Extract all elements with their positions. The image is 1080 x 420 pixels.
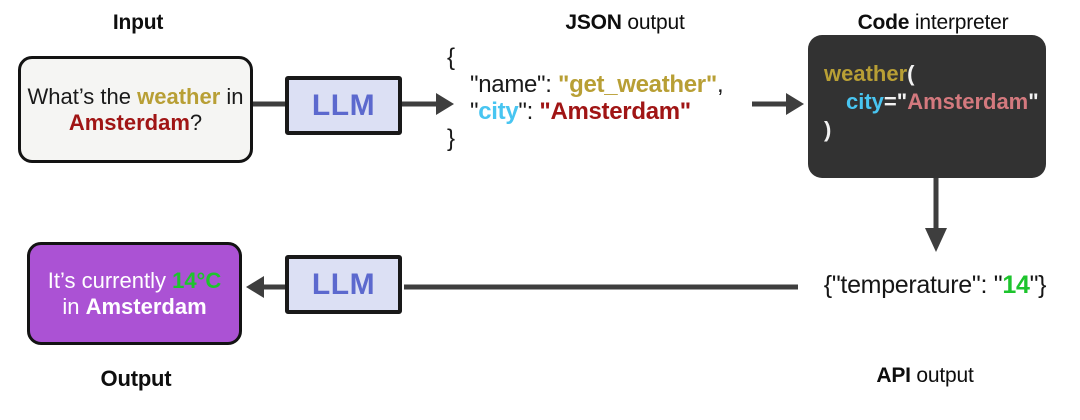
arrow-right-json-to-code-icon xyxy=(752,93,804,115)
output-text-line-1: It’s currently 14°C xyxy=(47,267,222,293)
code-value-amsterdam: Amsterdam xyxy=(907,89,1029,114)
keyword-weather: weather xyxy=(137,83,221,109)
arrow-right-llm-to-json-icon xyxy=(400,93,454,115)
llm-box-1: LLM xyxy=(285,76,402,135)
input-text-line-1: What’s the weather in xyxy=(27,83,244,109)
api-response-text: {"temperature": "14"} xyxy=(823,271,1047,299)
output-label: Output xyxy=(100,366,172,391)
code-line-3: ) xyxy=(824,117,832,142)
llm-label: LLM xyxy=(311,88,376,122)
json-close-brace: } xyxy=(447,125,455,152)
api-output-label: API output xyxy=(876,364,974,387)
output-temperature: 14°C xyxy=(172,267,222,293)
input-text-line-2: Amsterdam? xyxy=(68,109,203,135)
api-temperature-value: 14 xyxy=(1002,271,1030,299)
json-output-block: { "name": "get_weather", "city": "Amster… xyxy=(447,44,724,152)
json-key-city: city xyxy=(478,98,519,125)
output-city: Amsterdam xyxy=(85,293,207,319)
code-param-city: city xyxy=(846,89,884,114)
arrow-left-llm-to-output-icon xyxy=(246,276,287,298)
llm-box-2: LLM xyxy=(285,255,402,314)
json-line-name: "name": "get_weather", xyxy=(470,71,724,98)
json-open-brace: { xyxy=(447,44,455,71)
output-box: It’s currently 14°C in Amsterdam xyxy=(27,242,242,345)
json-output-label: JSON output xyxy=(565,11,685,34)
code-fn-weather: weather xyxy=(824,61,908,86)
input-box: What’s the weather in Amsterdam? xyxy=(18,56,253,163)
json-value-amsterdam: "Amsterdam" xyxy=(539,98,691,125)
code-line-1: weather( xyxy=(824,61,915,86)
output-text-line-2: in Amsterdam xyxy=(62,293,207,319)
city-name: Amsterdam xyxy=(68,109,190,135)
code-line-2: city="Amsterdam" xyxy=(846,89,1039,114)
json-line-city: "city": "Amsterdam" xyxy=(470,98,691,125)
json-value-get-weather: "get_weather" xyxy=(558,71,717,98)
code-interpreter-box: weather( city="Amsterdam" ) xyxy=(808,35,1046,178)
input-label: Input xyxy=(112,11,164,34)
code-interpreter-label: Code interpreter xyxy=(857,11,1009,34)
llm-label: LLM xyxy=(311,267,376,301)
arrow-down-code-to-api-icon xyxy=(925,176,947,252)
